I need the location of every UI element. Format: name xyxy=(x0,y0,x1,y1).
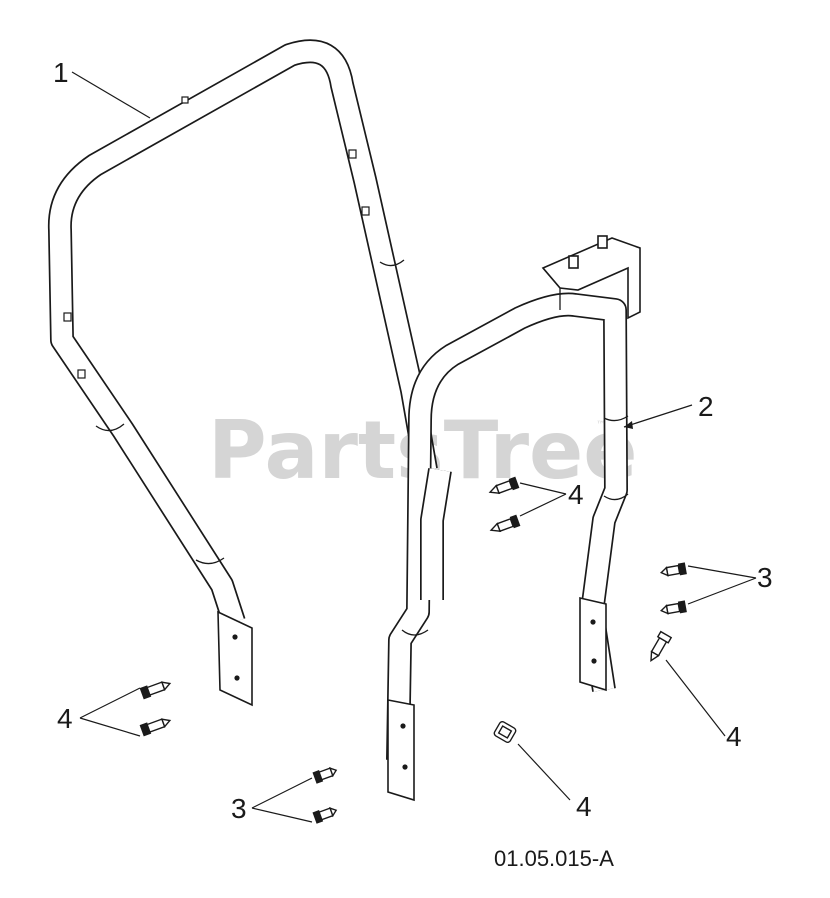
mounting-hole xyxy=(590,619,596,625)
mounting-hole xyxy=(400,723,406,729)
callout-part-3: 3 xyxy=(231,793,247,824)
roll-bar-frame-part-2 xyxy=(386,235,641,802)
mounting-hole xyxy=(402,764,408,770)
frame-mounting-plate-left xyxy=(387,699,415,802)
watermark-trademark: ™ xyxy=(596,420,606,431)
callout-part-1: 1 xyxy=(53,57,69,88)
bracket-pin xyxy=(597,235,608,249)
bolt xyxy=(659,562,687,577)
mounting-hole xyxy=(232,634,238,640)
frame-slot xyxy=(77,369,86,379)
frame-slot xyxy=(63,312,72,322)
callout-part-4: 4 xyxy=(576,791,592,822)
bracket-pin xyxy=(568,255,579,269)
bolt xyxy=(650,630,673,662)
bolt xyxy=(139,718,172,737)
bolt xyxy=(488,476,520,495)
callout-part-2: 2 xyxy=(698,391,714,422)
bolt xyxy=(312,767,338,784)
flange-nut xyxy=(493,720,517,744)
callout-part-4: 4 xyxy=(726,721,742,752)
callouts: 1 2 4 3 4 4 3 4 xyxy=(53,57,773,824)
frame-slot xyxy=(361,206,370,216)
callout-part-4: 4 xyxy=(57,703,73,734)
frame-mounting-plate-right xyxy=(579,596,607,692)
bolt xyxy=(139,681,172,700)
frame-slot xyxy=(181,96,189,104)
diagram-reference-code: 01.05.015-A xyxy=(494,846,614,871)
frame-slot xyxy=(348,149,357,159)
callout-part-4: 4 xyxy=(568,479,584,510)
mounting-hole xyxy=(234,675,240,681)
mounting-hole xyxy=(591,658,597,664)
roll-bar-frame-part-1 xyxy=(47,39,438,707)
bolt xyxy=(489,514,521,533)
bolt xyxy=(659,600,687,615)
roll-bar-mounting-plate xyxy=(217,610,253,707)
callout-part-3: 3 xyxy=(757,562,773,593)
hardware-bolts xyxy=(139,476,687,824)
bolt xyxy=(312,807,338,824)
top-bracket xyxy=(541,237,641,320)
leader-lines xyxy=(71,71,757,823)
